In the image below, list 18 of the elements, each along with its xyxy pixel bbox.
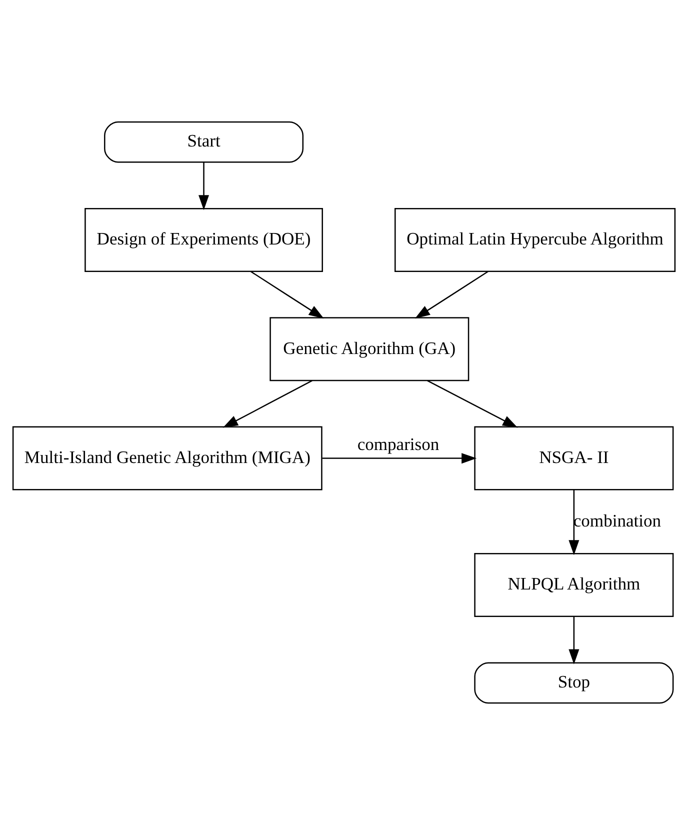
node-box: Multi-Island Genetic Algorithm (MIGA) [12,426,322,490]
arrow [568,490,580,556]
node-box: Optimal Latin Hypercube Algorithm [394,208,676,272]
node-box: NSGA- II [474,426,674,490]
node-box: Design of Experiments (DOE) [84,208,323,272]
arrow [198,162,210,210]
node-box: Stop [474,662,674,704]
arrow [322,453,477,464]
arrow [250,270,324,319]
node-box: Genetic Algorithm (GA) [270,317,470,382]
node-box: NLPQL Algorithm [474,553,674,618]
edge-label: comparison [357,434,440,454]
arrow [414,270,488,319]
node-box: Start [104,121,304,163]
arrow [427,380,518,428]
edge-label: combination [573,510,662,530]
arrow [568,616,580,664]
arrow [222,380,312,428]
